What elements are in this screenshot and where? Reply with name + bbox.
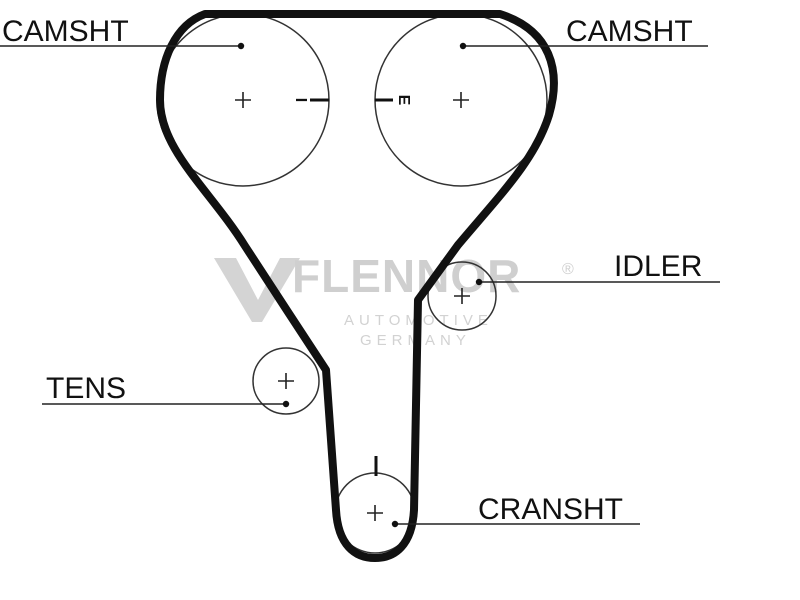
timing-mark-right-label: E <box>395 95 412 106</box>
dot-idler-icon <box>475 278 483 286</box>
label-camshaft-right: CAMSHT <box>566 15 693 48</box>
watermark-line2: GERMANY <box>360 332 471 349</box>
tensioner-pulley <box>252 347 320 415</box>
dot-camshaft-right-icon <box>459 42 467 50</box>
idler-center-icon <box>454 288 470 304</box>
timing-mark-left-label: I <box>292 98 309 102</box>
camshaft-right-center-icon <box>453 92 469 108</box>
watermark-brand: FLENNOR <box>292 250 521 302</box>
label-idler: IDLER <box>614 250 702 283</box>
label-crankshaft: CRANSHT <box>478 493 623 526</box>
idler-pulley <box>427 261 497 331</box>
dot-tensioner-icon <box>282 400 290 408</box>
timing-belt <box>156 10 558 562</box>
watermark-logo-icon <box>214 258 300 322</box>
dot-crankshaft-icon <box>391 520 399 528</box>
dot-camshaft-left-icon <box>237 42 245 50</box>
label-tensioner: TENS <box>46 372 126 405</box>
camshaft-left-center-icon <box>235 92 251 108</box>
watermark-registered: ® <box>562 261 574 278</box>
tensioner-center-icon <box>278 373 294 389</box>
crankshaft-center-icon <box>367 505 383 521</box>
label-camshaft-left: CAMSHT <box>2 15 129 48</box>
watermark: FLENNOR ® AUTOMOTIVE GERMANY <box>214 250 574 349</box>
